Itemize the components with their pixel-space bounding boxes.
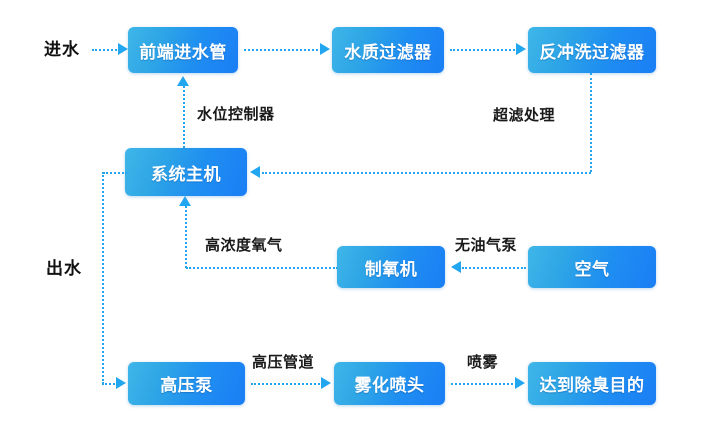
connector-backwash-filter-to-system-host	[262, 172, 591, 174]
terminal-label-inlet: 进水	[44, 40, 80, 59]
node-water-filter[interactable]: 水质过滤器	[332, 27, 444, 73]
arrow-system-host-to-front-inlet-pipe-icon	[177, 76, 189, 86]
terminal-label-outlet: 出水	[46, 259, 82, 278]
edge-label-oil-free-pump: 无油气泵	[455, 237, 518, 254]
node-air[interactable]: 空气	[528, 246, 656, 288]
edge-label-spray: 喷雾	[467, 354, 499, 371]
connector-system-host-to-front-inlet-pipe	[183, 86, 185, 148]
connector-water-filter-to-backwash-filter	[450, 49, 518, 51]
arrow-oxygen-generator-to-system-host-icon	[179, 196, 191, 206]
arrow-backwash-filter-to-system-host-icon	[250, 166, 260, 178]
node-deodorization-goal-label: 达到除臭目的	[539, 376, 645, 395]
node-system-host-label: 系统主机	[151, 164, 221, 184]
node-air-label: 空气	[574, 259, 610, 279]
arrow-high-pressure-pump-to-atomizing-nozzle-icon	[321, 377, 331, 389]
node-front-inlet-pipe[interactable]: 前端进水管	[128, 27, 238, 73]
arrow-front-inlet-pipe-to-water-filter-icon	[320, 43, 330, 55]
connector-oxygen-generator-up	[185, 206, 187, 268]
arrow-inlet-to-front-inlet-pipe-icon	[118, 43, 128, 55]
connector-outlet-vertical	[102, 172, 104, 384]
connector-inlet-to-front-inlet-pipe	[92, 49, 120, 51]
connector-atomizing-nozzle-to-deodorization-goal	[451, 383, 517, 385]
edge-label-level-controller: 水位控制器	[197, 106, 275, 123]
edge-label-high-concentration-oxygen: 高浓度氧气	[205, 237, 283, 254]
arrow-atomizing-nozzle-to-deodorization-goal-icon	[515, 377, 525, 389]
node-water-filter-label: 水质过滤器	[344, 42, 432, 62]
connector-oxygen-generator-left	[186, 267, 338, 269]
connector-backwash-filter-down	[590, 73, 592, 172]
arrow-water-filter-to-backwash-filter-icon	[516, 43, 526, 55]
connector-system-host-left-stub	[103, 172, 127, 174]
node-high-pressure-pump-label: 高压泵	[160, 376, 213, 395]
connector-outlet-to-high-pressure-pump	[102, 383, 118, 385]
arrow-outlet-to-high-pressure-pump-icon	[116, 377, 126, 389]
node-front-inlet-pipe-label: 前端进水管	[139, 42, 227, 62]
node-oxygen-generator-label: 制氧机	[364, 259, 418, 279]
node-atomizing-nozzle[interactable]: 雾化喷头	[334, 362, 445, 405]
connector-high-pressure-pump-to-atomizing-nozzle	[251, 383, 323, 385]
node-high-pressure-pump[interactable]: 高压泵	[128, 362, 245, 405]
node-deodorization-goal[interactable]: 达到除臭目的	[528, 362, 656, 405]
node-system-host[interactable]: 系统主机	[125, 148, 247, 196]
node-oxygen-generator[interactable]: 制氧机	[337, 246, 445, 288]
connector-front-inlet-pipe-to-water-filter	[244, 49, 322, 51]
connector-air-to-oxygen-generator	[462, 267, 526, 269]
arrow-air-to-oxygen-generator-icon	[451, 261, 461, 273]
edge-label-ultrafiltration: 超滤处理	[493, 107, 556, 124]
edge-label-high-pressure-pipe: 高压管道	[252, 354, 315, 371]
node-backwash-filter-label: 反冲洗过滤器	[539, 42, 645, 62]
node-atomizing-nozzle-label: 雾化喷头	[354, 376, 425, 395]
node-backwash-filter[interactable]: 反冲洗过滤器	[528, 27, 656, 73]
